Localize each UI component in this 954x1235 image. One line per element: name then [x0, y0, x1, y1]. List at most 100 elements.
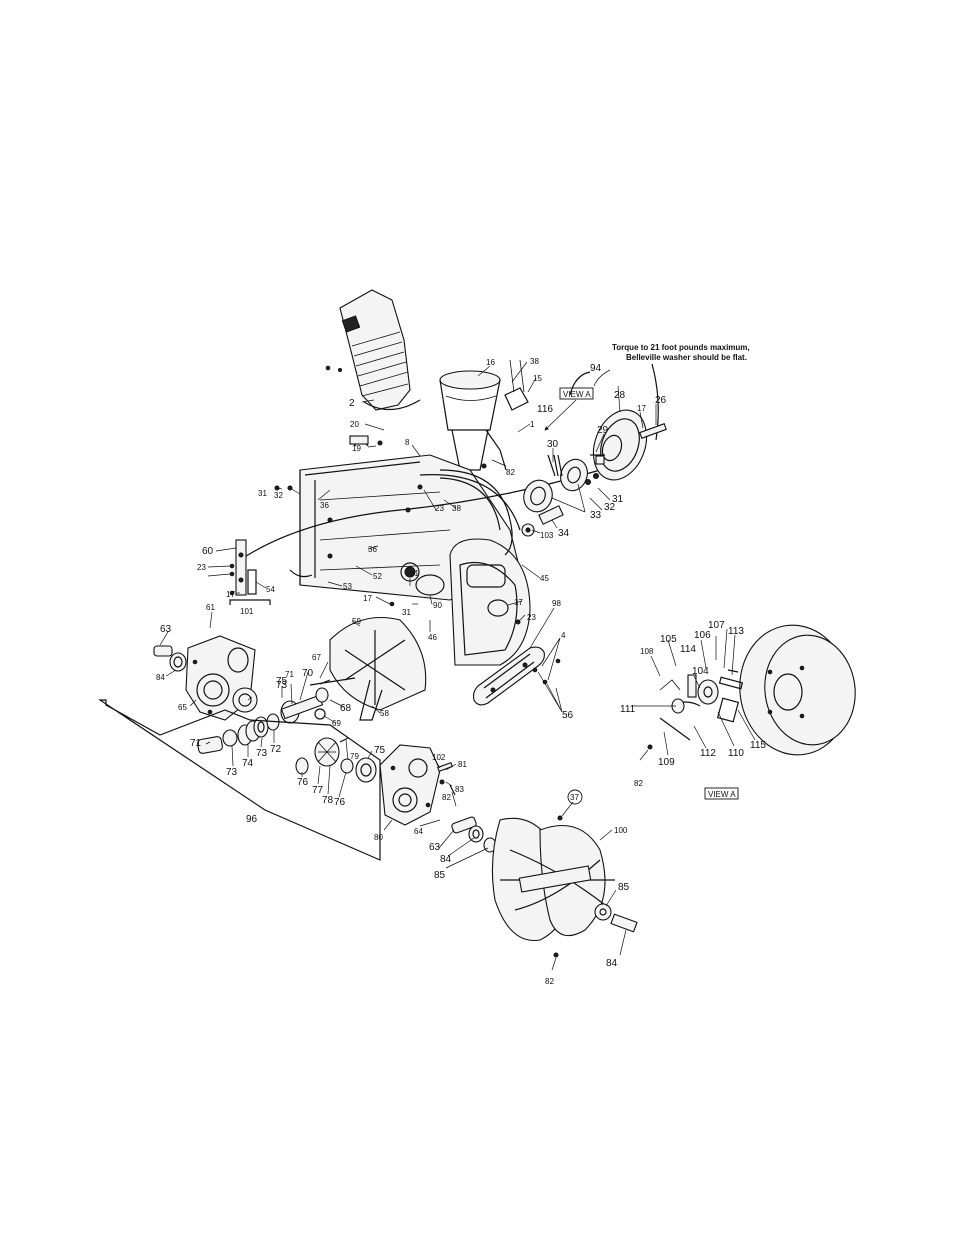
label-69: 69 [332, 719, 341, 728]
label-78: 78 [322, 795, 334, 806]
view-a-label-top: VIEW A [563, 390, 591, 399]
label-56: 56 [562, 710, 574, 721]
label-19: 19 [352, 444, 361, 453]
label-26: 26 [655, 395, 667, 406]
auger-shaft-parts [451, 816, 497, 853]
label-23-left: 23 [197, 563, 206, 572]
label-15: 15 [533, 374, 542, 383]
label-98: 98 [552, 599, 561, 608]
label-63-left: 63 [160, 624, 172, 635]
label-84-mid: 84 [440, 854, 452, 865]
label-31-left: 31 [258, 489, 267, 498]
label-34: 34 [558, 528, 570, 539]
label-67: 67 [312, 653, 321, 662]
assembly-brackets [98, 599, 381, 861]
label-84-left: 84 [156, 673, 165, 682]
label-84-right: 84 [606, 958, 618, 969]
pulley-wheel [739, 624, 856, 756]
label-77: 77 [312, 785, 324, 796]
impeller-housing [439, 469, 531, 666]
label-110: 110 [728, 748, 744, 759]
label-58: 58 [380, 709, 389, 718]
label-82-mid: 82 [442, 793, 451, 802]
label-30: 30 [547, 439, 559, 450]
label-81: 81 [458, 760, 467, 769]
chute-base [439, 370, 501, 471]
label-73-b: 73 [256, 748, 268, 759]
leader-lines [159, 361, 756, 971]
clutch-pieces [521, 454, 599, 537]
label-36-inner: 36 [368, 545, 377, 554]
label-4: 4 [561, 631, 566, 640]
label-53: 53 [343, 582, 352, 591]
label-16: 16 [486, 358, 495, 367]
part-labels: 2 20 19 8 16 38 15 116 1 82 94 28 17 26 … [156, 357, 766, 986]
label-102: 102 [432, 753, 446, 762]
label-32-right: 32 [604, 502, 616, 513]
label-59: 59 [352, 617, 361, 626]
chute-bracket [481, 359, 529, 471]
pulley-assembly [590, 409, 667, 481]
label-32-left: 32 [274, 491, 283, 500]
impeller [309, 616, 427, 721]
label-45: 45 [540, 574, 549, 583]
label-106: 106 [694, 630, 711, 641]
label-105: 105 [660, 634, 677, 645]
torque-note-line2: Belleville washer should be flat. [626, 353, 747, 362]
label-1: 1 [530, 420, 535, 429]
label-37-circle: 37 [567, 789, 583, 805]
label-112: 112 [700, 748, 716, 759]
label-101: 101 [240, 607, 254, 616]
worm-gear-assembly [153, 645, 331, 754]
label-38-housing: 38 [452, 504, 461, 513]
label-20: 20 [350, 420, 359, 429]
label-64: 64 [414, 827, 423, 836]
label-96: 96 [246, 814, 258, 825]
view-a-label-bottom: VIEW A [708, 790, 736, 799]
belt-guard [472, 646, 545, 706]
label-46: 46 [428, 633, 437, 642]
label-31-center: 31 [402, 608, 411, 617]
label-103: 103 [540, 531, 554, 540]
torque-note-line1: Torque to 21 foot pounds maximum, [612, 343, 750, 352]
label-82-top: 82 [506, 468, 515, 477]
label-73-top: 73 [276, 680, 288, 691]
label-82-bottom: 82 [545, 977, 554, 986]
view-a-assembly [659, 624, 856, 756]
label-75-left: 75 [276, 676, 288, 687]
belt-cover-bracket [235, 539, 257, 596]
label-115: 115 [750, 740, 766, 751]
label-63-mid: 63 [429, 842, 441, 853]
label-61: 61 [206, 603, 215, 612]
label-17-housing: 17 [514, 598, 523, 607]
auger-end-parts [594, 903, 638, 933]
label-17-left: 17 [226, 590, 235, 599]
worm-gear [237, 716, 269, 746]
label-17-center: 17 [363, 594, 372, 603]
label-76-a: 76 [297, 777, 309, 788]
label-23-housing: 23 [435, 504, 444, 513]
label-82-viewa: 82 [634, 779, 643, 788]
label-23-right: 23 [527, 613, 536, 622]
label-52: 52 [373, 572, 382, 581]
label-94: 94 [590, 363, 602, 374]
label-90: 90 [433, 601, 442, 610]
gear-case-right [379, 744, 456, 826]
label-38-top: 38 [530, 357, 539, 366]
label-75-right: 75 [374, 745, 386, 756]
label-29: 29 [597, 425, 609, 436]
hardware-marks [229, 365, 653, 750]
label-109: 109 [658, 757, 675, 768]
label-116: 116 [537, 404, 553, 415]
discharge-chute [339, 289, 421, 411]
label-104: 104 [692, 666, 709, 677]
label-100: 100 [614, 826, 628, 835]
label-114: 114 [680, 644, 696, 655]
auger [491, 815, 615, 958]
label-74: 74 [242, 758, 254, 769]
label-54: 54 [266, 585, 275, 594]
label-37: 37 [570, 793, 579, 802]
label-68: 68 [340, 703, 352, 714]
label-71-left: 71 [190, 738, 202, 749]
